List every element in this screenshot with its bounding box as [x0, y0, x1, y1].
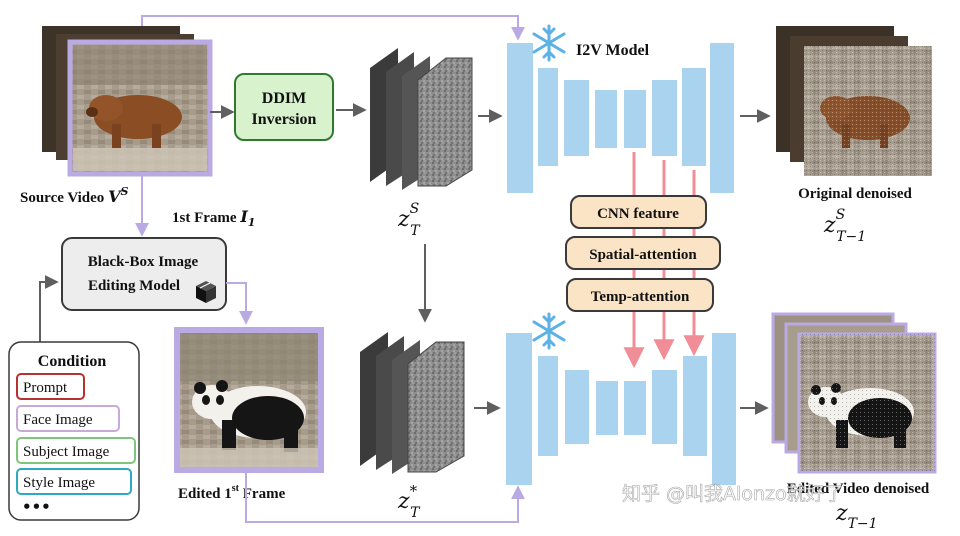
snowflake-icon [532, 24, 566, 62]
black-box-label-line2: Editing Model [88, 278, 180, 294]
original-denoised-stack [776, 26, 932, 176]
edited-frame-to-i2v-connector [245, 473, 525, 523]
temp-attention-box: Temp-attention [566, 278, 714, 312]
source-video-label: Source Video VS [20, 185, 128, 206]
original-denoised-label: Original denoised [798, 186, 912, 202]
cnn-feature-label: CNN feature [597, 206, 679, 222]
temp-attention-label: Temp-attention [591, 289, 690, 305]
blackbox-to-edited-connector [226, 282, 253, 325]
zt-star-label: z*T [397, 482, 421, 521]
condition-item-style-label: Style Image [23, 475, 95, 491]
condition-item-subject-image: Subject Image [16, 437, 136, 464]
watermark: 知乎 @叫我Alonzo就好了 [622, 483, 844, 505]
condition-title: Condition [38, 353, 107, 370]
zt1-edited-label: zT−1 [835, 501, 878, 532]
condition-item-face-image: Face Image [16, 405, 120, 432]
snowflake-icon-bottom [532, 312, 566, 350]
first-frame-label: 1st Frame I1 [172, 207, 255, 229]
i2v-unet-bottom [506, 333, 736, 485]
edited-denoised-label: Edited Video denoised [787, 481, 930, 497]
ddim-label-line1: DDIM [262, 90, 306, 107]
condition-item-subject-label: Subject Image [23, 444, 110, 460]
i2v-unet-top [507, 43, 734, 193]
condition-item-style-image: Style Image [16, 468, 132, 495]
edited-first-frame [174, 327, 324, 473]
cnn-feature-box: CNN feature [570, 195, 707, 229]
edited-denoised-stack [771, 312, 937, 474]
source-video-stack [42, 26, 213, 177]
black-box-editing-model: Black-Box Image Editing Model [61, 237, 227, 311]
condition-ellipsis: ••• [22, 498, 51, 516]
latent-stack-edited [360, 332, 465, 474]
cube-icon [196, 281, 216, 303]
ddim-label-line2: Inversion [252, 111, 317, 128]
spatial-attention-box: Spatial-attention [565, 236, 721, 270]
i2v-model-label: I2V Model [576, 42, 650, 59]
condition-item-prompt-label: Prompt [23, 380, 68, 396]
black-box-label-line1: Black-Box Image [88, 254, 199, 270]
ddim-inversion-box: DDIM Inversion [234, 73, 334, 141]
spatial-attention-label: Spatial-attention [589, 247, 697, 263]
condition-item-face-label: Face Image [23, 412, 93, 428]
condition-to-blackbox-arrow [39, 275, 59, 342]
latent-stack-source [370, 48, 473, 190]
edited-first-frame-label: Edited 1st Frame [178, 483, 286, 502]
condition-item-prompt: Prompt [16, 373, 85, 400]
source-to-i2v-connector [141, 15, 525, 42]
